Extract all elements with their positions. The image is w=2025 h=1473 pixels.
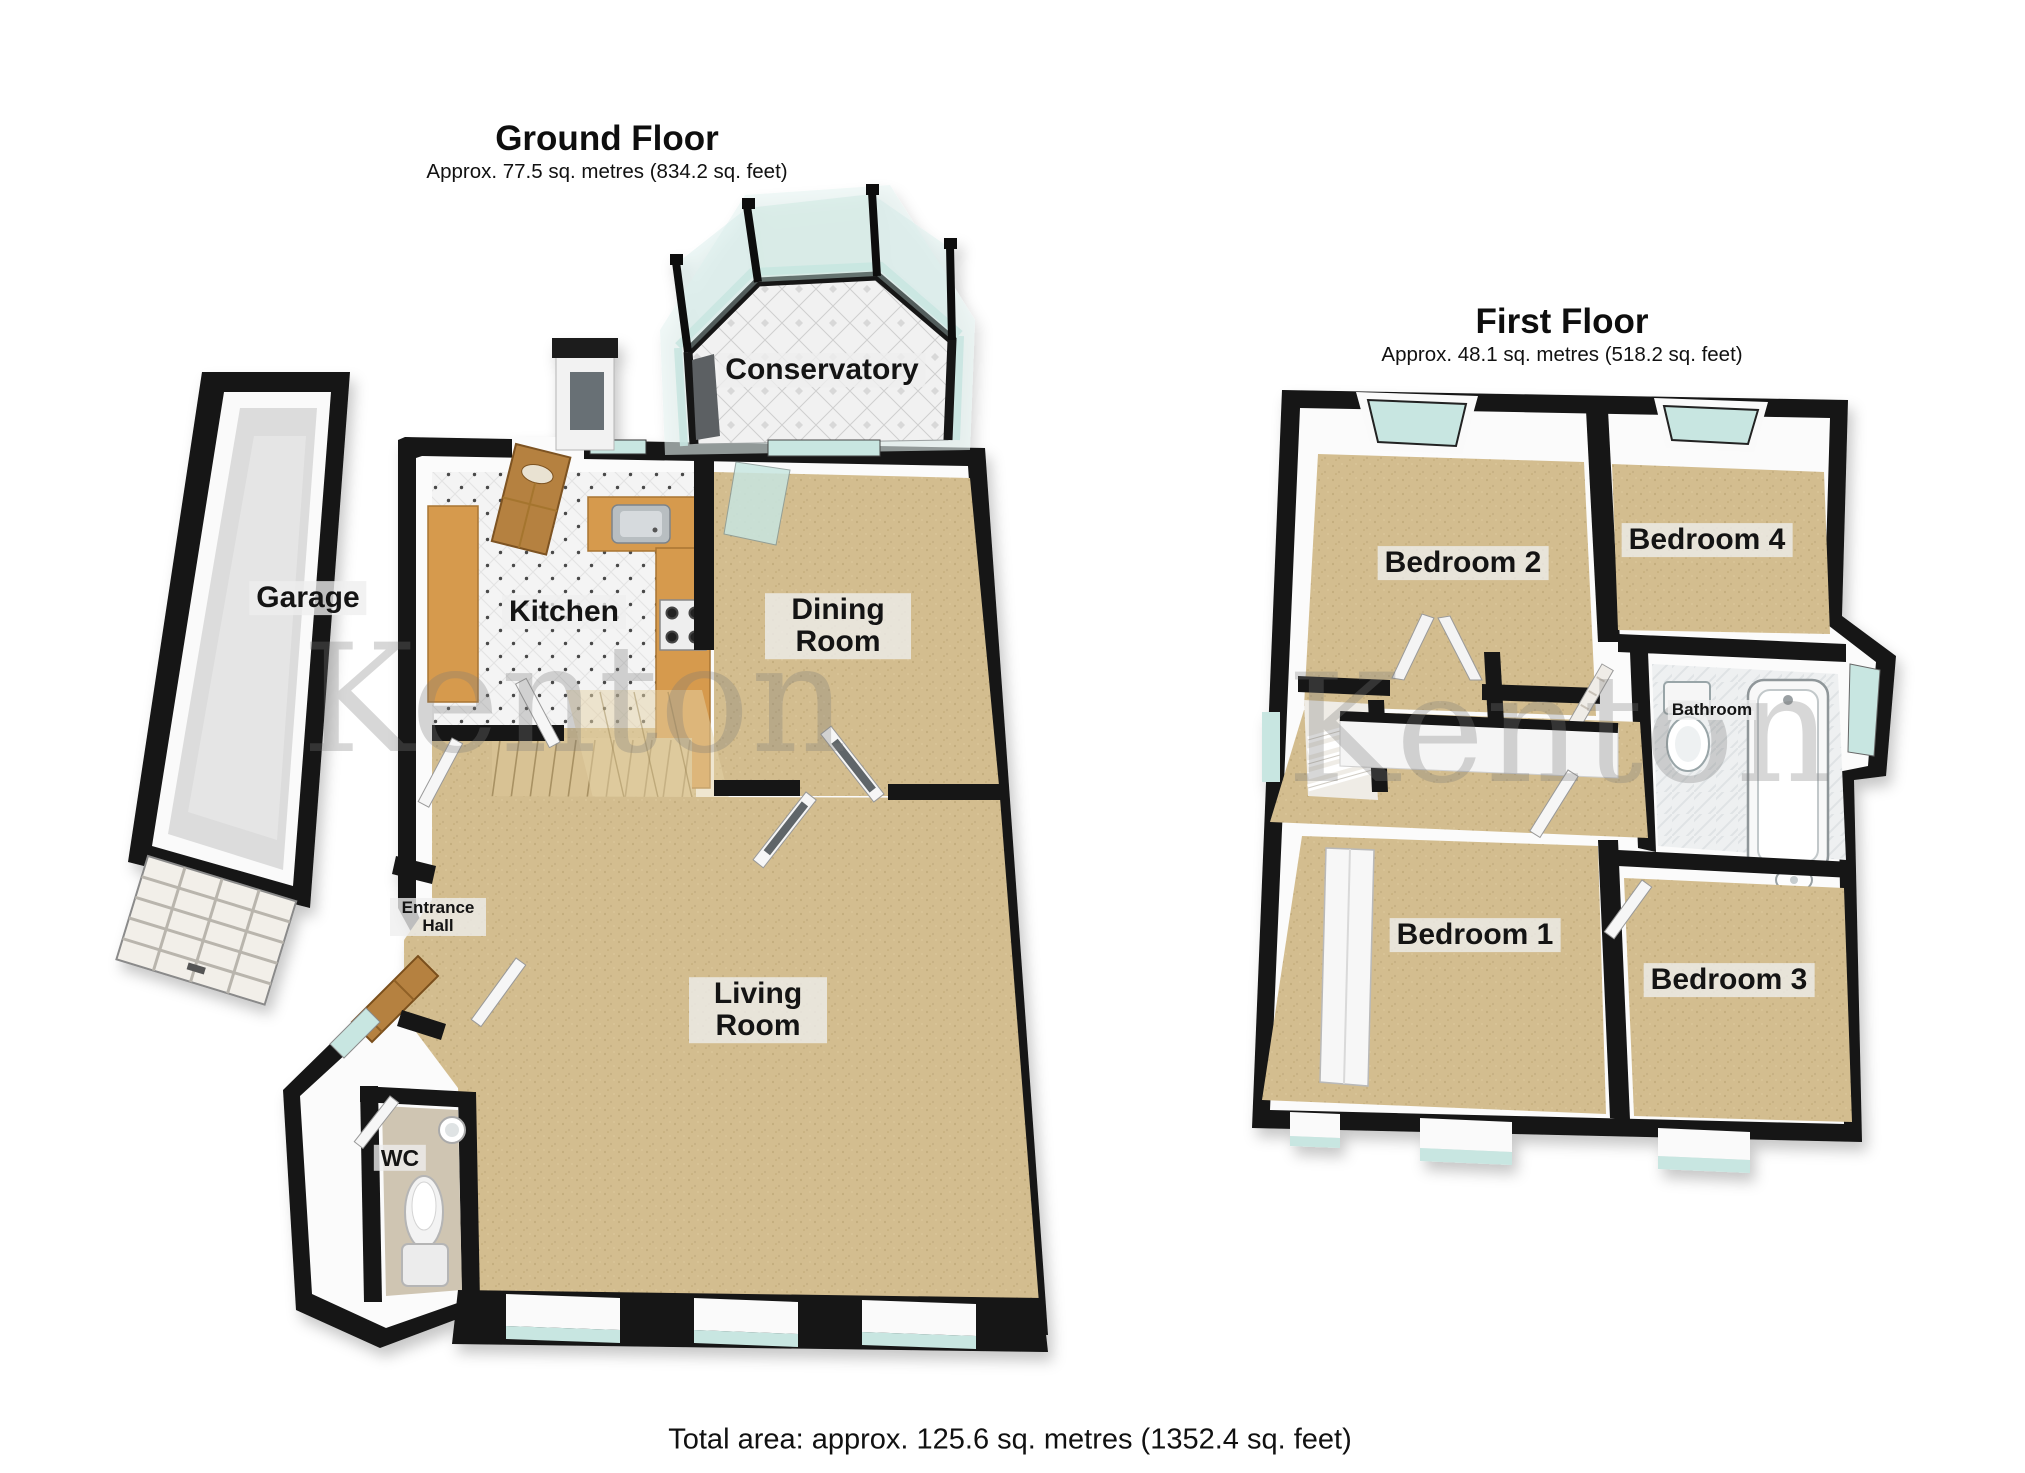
landing-window [1262, 712, 1280, 782]
bedroom3-floor [1624, 878, 1852, 1122]
bedroom3-top-wall [1618, 850, 1852, 878]
label-bathroom: Bathroom [1667, 699, 1757, 721]
label-wc: WC [373, 1144, 427, 1172]
living-window-1 [506, 1294, 620, 1343]
bedroom1-wardrobe [1319, 847, 1375, 1087]
wc-basin-icon [438, 1116, 466, 1144]
bedroom2-bottom-wall-right [1482, 684, 1600, 704]
conservatory-side-panel [692, 354, 720, 440]
bedroom1-left-window [1290, 1112, 1340, 1148]
living-floor [404, 796, 1040, 1316]
label-entrance-hall: Entrance Hall [390, 897, 486, 937]
label-bedroom-1: Bedroom 1 [1389, 918, 1561, 952]
label-conservatory: Conservatory [718, 353, 926, 387]
label-kitchen: Kitchen [501, 595, 627, 629]
bathtub-icon [1746, 678, 1830, 874]
label-garage: Garage [249, 581, 367, 615]
dining-living-wall-right [888, 784, 1002, 800]
sink-icon [611, 504, 671, 544]
bedroom1-floor [1262, 836, 1606, 1114]
hall-door-leaf [514, 677, 561, 749]
total-area-text: Total area: approx. 125.6 sq. metres (13… [668, 1423, 1352, 1456]
conservatory-door-glass [767, 439, 881, 457]
kitchen-dining-wall [694, 460, 714, 650]
first-floor-area: Approx. 48.1 sq. metres (518.2 sq. feet) [1381, 343, 1743, 366]
watermark-first: Kenton [1286, 643, 1834, 817]
garage-floor-highlight [188, 436, 306, 840]
bathroom-top-wall [1618, 634, 1846, 662]
dining-living-wall-left [714, 780, 800, 796]
first-floor-title: First Floor [1475, 302, 1649, 341]
entrance-wall-stub-top [392, 856, 436, 884]
ground-floor-plan [115, 184, 1048, 1352]
label-dining-room: Dining Room [765, 593, 911, 659]
watermark-ground: Kenton [301, 613, 849, 787]
bedroom1-door-leaf [1529, 769, 1579, 839]
label-living-room: Living Room [689, 977, 827, 1043]
bedroom2-floor [1304, 454, 1596, 716]
bedroom1-bottom-window [1420, 1118, 1512, 1165]
living-window-2 [694, 1298, 798, 1347]
front-door-sidelight [329, 1007, 381, 1059]
entrance-wall-stub-bottom [397, 1010, 446, 1040]
landing-right-wall [1484, 652, 1504, 722]
dining-door-leaf-left [752, 791, 817, 869]
b1-b3-divider-wall [1598, 840, 1630, 1120]
kitchen-hall-door-leaf [417, 737, 464, 808]
bedroom3-bottom-window [1658, 1128, 1750, 1173]
wc-door-leaf [353, 1095, 400, 1150]
ground-floor-area: Approx. 77.5 sq. metres (834.2 sq. feet) [426, 160, 788, 183]
chimney-block [552, 338, 618, 451]
b2-b4-divider-wall [1586, 410, 1620, 642]
kitchen-counter-left [427, 505, 479, 703]
bedroom2-bottom-wall-left [1298, 676, 1390, 696]
dining-door-leaf-right [820, 725, 885, 803]
wc-right-wall [458, 1092, 480, 1302]
bedroom2-door-leaves [1391, 613, 1483, 681]
bedroom2-window [1356, 392, 1478, 454]
conservatory-posts [670, 184, 957, 353]
label-bedroom-2: Bedroom 2 [1377, 546, 1549, 580]
label-bedroom-3: Bedroom 3 [1643, 963, 1815, 997]
living-window-3 [862, 1300, 976, 1349]
bathroom-bay-glass [1847, 663, 1881, 757]
kitchen-hall-wall [432, 725, 564, 741]
label-bedroom-4: Bedroom 4 [1621, 523, 1793, 557]
garage-door [115, 854, 298, 1006]
living-hall-door-leaf [470, 957, 527, 1028]
bedroom3-door-leaf [1603, 879, 1653, 940]
landing-b1-wall-edge [1339, 711, 1619, 733]
bedroom4-window [1654, 398, 1768, 452]
toilet-icon [401, 1175, 449, 1287]
back-door [490, 442, 572, 556]
ground-floor-title: Ground Floor [495, 119, 719, 158]
conservatory-door-pane [723, 461, 791, 546]
